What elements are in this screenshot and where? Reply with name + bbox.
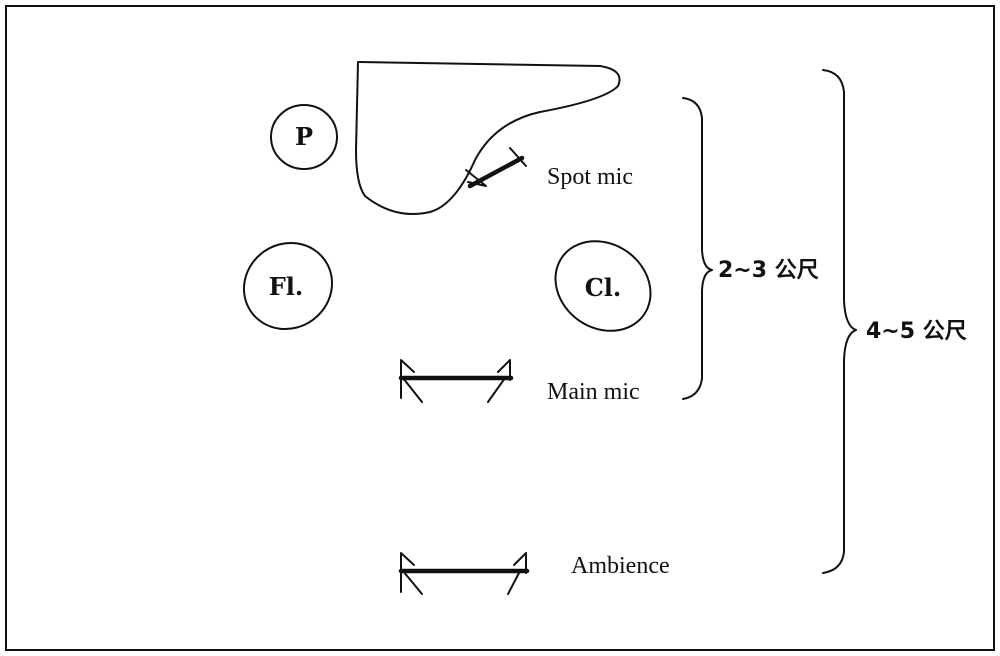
main-mic-icon xyxy=(398,359,514,403)
flute-player: Fl. xyxy=(242,241,334,331)
flute-label: Fl. xyxy=(269,272,304,301)
flute-ellipse xyxy=(242,241,334,331)
near-distance-label: 2~3 公尺 xyxy=(718,258,819,283)
spot-mic-icon xyxy=(465,147,527,189)
main-mic-label: Main mic xyxy=(547,379,640,405)
piano-outline xyxy=(355,61,621,215)
clarinet-player: Cl. xyxy=(554,240,652,332)
piano-label: P xyxy=(295,122,313,151)
piano-player: P xyxy=(270,104,338,170)
far-brace xyxy=(822,69,857,574)
clarinet-ellipse xyxy=(554,240,652,332)
near-brace xyxy=(682,97,713,400)
clarinet-label: Cl. xyxy=(585,273,622,302)
ambience-mic-icon xyxy=(398,552,530,595)
ambience-label: Ambience xyxy=(571,553,670,579)
piano-circle xyxy=(270,104,338,170)
far-distance-label: 4~5 公尺 xyxy=(866,319,967,344)
diagram-frame xyxy=(5,5,995,651)
spot-mic-label: Spot mic xyxy=(547,164,633,190)
